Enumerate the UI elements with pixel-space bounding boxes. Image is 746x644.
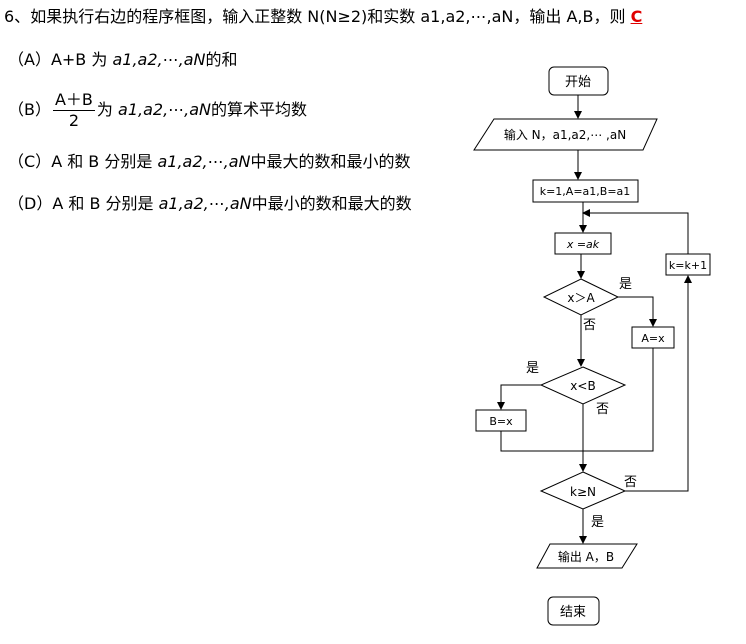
option-text-end: 的算术平均数 bbox=[211, 100, 308, 119]
assign-x-label: x =ak bbox=[566, 238, 600, 251]
arrow-a-merge bbox=[583, 348, 654, 452]
option-sequence: a1,a2,⋯,aN bbox=[112, 50, 206, 69]
cond2-yes-label: 是 bbox=[526, 361, 539, 376]
arrow-cond2-yes bbox=[497, 384, 541, 410]
arrow-b-merge bbox=[500, 431, 583, 452]
cond1-yes-label: 是 bbox=[619, 277, 632, 292]
cond2-no-label: 否 bbox=[596, 402, 609, 417]
cond1-no-label: 否 bbox=[583, 318, 596, 333]
option-label: （B） bbox=[8, 100, 51, 119]
output-parallelogram bbox=[536, 543, 638, 569]
option-text-end: 中最小的数和最大的数 bbox=[251, 194, 412, 213]
option-label: （D） bbox=[8, 194, 53, 213]
end-label: 结束 bbox=[560, 605, 586, 620]
option-text-end: 中最大的数和最小的数 bbox=[250, 152, 411, 171]
option-text: A+B 为 bbox=[50, 50, 113, 69]
end-box bbox=[547, 596, 600, 626]
arrow-cond1-yes bbox=[618, 296, 657, 327]
assign-a-label: A=x bbox=[641, 332, 665, 345]
init-box bbox=[532, 179, 639, 203]
arrow-increment-loop bbox=[582, 209, 689, 254]
question-number: 6、 bbox=[4, 7, 31, 26]
option-label: （A） bbox=[8, 50, 51, 69]
assign-b-label: B=x bbox=[489, 415, 513, 428]
option-d: （D）A 和 B 分别是 a1,a2,⋯,aN中最小的数和最大的数 bbox=[8, 193, 412, 215]
question-text: 6、如果执行右边的程序框图，输入正整数 N(N≥2)和实数 a1,a2,⋯,aN… bbox=[4, 6, 642, 28]
option-c: （C）A 和 B 分别是 a1,a2,⋯,aN中最大的数和最小的数 bbox=[8, 151, 410, 173]
option-text-end: 的和 bbox=[205, 50, 238, 69]
option-a: （A）A+B 为 a1,a2,⋯,aN的和 bbox=[8, 49, 237, 71]
input-label: 输入 N，a1,a2,⋯ ,aN bbox=[504, 127, 626, 142]
cond3-label: k≥N bbox=[570, 485, 596, 499]
output-label: 输出 A，B bbox=[558, 549, 614, 564]
option-sequence: a1,a2,⋯,aN bbox=[158, 194, 252, 213]
option-text: 为 bbox=[96, 100, 119, 119]
cond1-label: x＞A bbox=[567, 291, 595, 305]
input-parallelogram bbox=[473, 118, 658, 151]
increment-label: k=k+1 bbox=[669, 259, 707, 272]
arrow-cond3-no bbox=[625, 275, 692, 492]
option-sequence: a1,a2,⋯,aN bbox=[118, 100, 212, 119]
option-sequence: a1,a2,⋯,aN bbox=[157, 152, 251, 171]
fraction-numerator: A＋B bbox=[52, 90, 95, 111]
answer-mark: C bbox=[630, 7, 643, 26]
option-text: A 和 B 分别是 bbox=[51, 152, 158, 171]
question-body: 如果执行右边的程序框图，输入正整数 N(N≥2)和实数 a1,a2,⋯,aN，输… bbox=[30, 7, 626, 26]
assign-x-box bbox=[554, 232, 612, 255]
cond3-no-label: 否 bbox=[624, 475, 637, 490]
start-label: 开始 bbox=[565, 75, 591, 90]
fraction-denominator: 2 bbox=[68, 111, 80, 130]
init-label: k=1,A=a1,B=a1 bbox=[540, 185, 631, 198]
cond3-yes-label: 是 bbox=[591, 515, 604, 530]
option-text: A 和 B 分别是 bbox=[52, 194, 159, 213]
option-label: （C） bbox=[8, 152, 52, 171]
cond2-label: x<B bbox=[570, 379, 595, 393]
